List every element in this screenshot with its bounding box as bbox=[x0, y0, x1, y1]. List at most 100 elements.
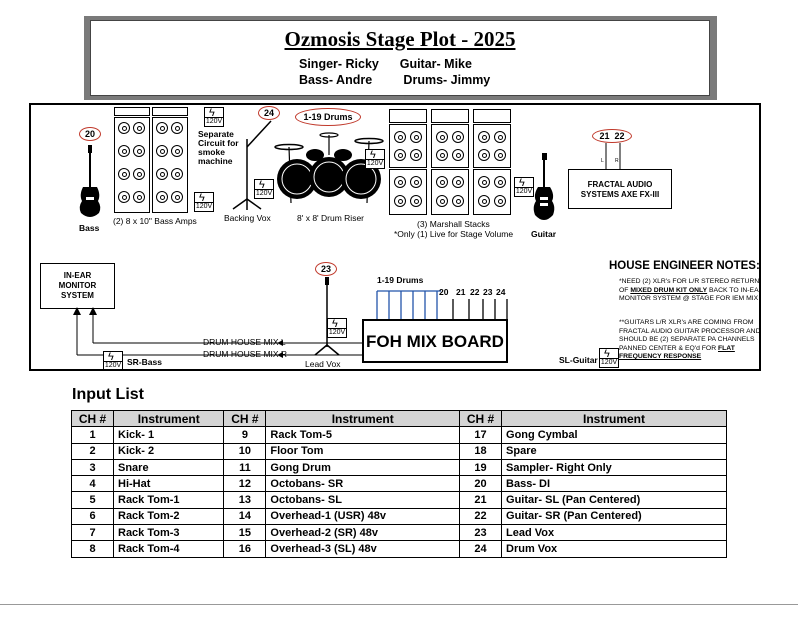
input-list-table: CH # Instrument CH # Instrument CH # Ins… bbox=[71, 409, 727, 558]
fractal-audio-box: FRACTAL AUDIO SYSTEMS AXE FX-III bbox=[568, 169, 672, 209]
fractal-label-line2: SYSTEMS AXE FX-III bbox=[580, 190, 660, 199]
foh-channel-21: 21 bbox=[456, 287, 466, 297]
channel-number-cell: 8 bbox=[71, 540, 114, 558]
channel-number-cell: 5 bbox=[71, 491, 114, 509]
bass-amp-head-2 bbox=[152, 107, 188, 116]
band-members-line1: Singer- Ricky Guitar- Mike bbox=[299, 57, 472, 71]
channel-number-cell: 3 bbox=[71, 458, 114, 477]
channel-number-cell: 12 bbox=[223, 475, 267, 493]
instrument-cell: Rack Tom-3 bbox=[112, 524, 225, 542]
instrument-cell: Kick- 2 bbox=[112, 442, 225, 460]
marshall-stacks-note: *Only (1) Live for Stage Volume bbox=[394, 229, 514, 239]
channel-number-cell: 2 bbox=[71, 442, 114, 460]
marshall-cab-1-bottom bbox=[389, 169, 427, 215]
instrument-cell: Octobans- SL bbox=[265, 491, 461, 509]
channel-number-cell: 17 bbox=[459, 426, 503, 444]
channel-number-cell: 20 bbox=[459, 475, 503, 493]
foh-channel-23: 23 bbox=[483, 287, 493, 297]
bass-amp-head-1 bbox=[114, 107, 150, 116]
smoke-note-line2: Circuit for bbox=[198, 138, 239, 148]
foh-input-lines bbox=[376, 290, 508, 319]
bass-label: Bass bbox=[79, 223, 100, 233]
drum-riser-label: 8' x 8' Drum Riser bbox=[297, 213, 365, 223]
channel-number-cell: 9 bbox=[223, 426, 267, 444]
instrument-cell: Bass- DI bbox=[501, 475, 727, 493]
bass-cab-1 bbox=[114, 117, 150, 213]
bass-cab-2 bbox=[152, 117, 188, 213]
instrument-cell: Overhead-3 (SL) 48v bbox=[265, 540, 461, 558]
instrument-cell: Gong Drum bbox=[265, 458, 461, 477]
smoke-note-line4: machine bbox=[198, 156, 233, 166]
lead-vox-channel-oval: 23 bbox=[315, 262, 337, 276]
channel-number-cell: 7 bbox=[71, 524, 114, 542]
marshall-cab-2-bottom bbox=[431, 169, 469, 215]
lead-vox-label: Lead Vox bbox=[305, 359, 341, 369]
foh-mix-board: FOH MIX BOARD bbox=[362, 319, 508, 363]
backing-vox-channel-oval: 24 bbox=[258, 106, 280, 120]
electric-guitar-icon bbox=[533, 153, 555, 220]
bass-amps-label: (2) 8 x 10" Bass Amps bbox=[113, 216, 197, 226]
bottom-divider bbox=[0, 604, 798, 605]
channel-number-cell: 14 bbox=[223, 507, 267, 526]
instrument-cell: Guitar- SL (Pan Centered) bbox=[501, 491, 727, 509]
marshall-head-3 bbox=[473, 109, 511, 123]
instrument-cell: Drum Vox bbox=[501, 540, 727, 558]
marshall-cab-2-top bbox=[431, 124, 469, 168]
drum-house-mix-lines bbox=[73, 307, 362, 358]
instrument-cell: Guitar- SR (Pan Centered) bbox=[501, 507, 727, 526]
foh-channel-20: 20 bbox=[439, 287, 449, 297]
channel-number-cell: 6 bbox=[71, 507, 114, 526]
engineer-note-1: *NEED (2) XLR's FOR L/R STEREO RETURN OF… bbox=[619, 278, 761, 303]
channel-number-cell: 15 bbox=[223, 524, 267, 542]
fractal-r-label: R bbox=[615, 158, 619, 164]
instrument-cell: Rack Tom-1 bbox=[112, 491, 225, 509]
fractal-channel-l: 21 bbox=[599, 131, 610, 141]
fractal-channel-oval: 21 22 bbox=[592, 129, 632, 143]
marshall-cab-1-top bbox=[389, 124, 427, 168]
channel-number-cell: 22 bbox=[459, 507, 503, 526]
marshall-head-1 bbox=[389, 109, 427, 123]
header-box: Ozmosis Stage Plot - 2025 Singer- Ricky … bbox=[90, 20, 710, 96]
fractal-channel-r: 22 bbox=[614, 131, 625, 141]
instrument-cell: Rack Tom-4 bbox=[112, 540, 225, 558]
mic-stand-icon bbox=[232, 120, 272, 210]
column-header: Instrument bbox=[112, 409, 225, 428]
instrument-cell: Overhead-2 (SR) 48v bbox=[265, 524, 461, 542]
instrument-cell: Overhead-1 (USR) 48v bbox=[265, 507, 461, 526]
fractal-output-lines bbox=[605, 143, 621, 171]
channel-number-cell: 10 bbox=[223, 442, 267, 460]
foh-channel-24: 24 bbox=[496, 287, 506, 297]
marshall-head-2 bbox=[431, 109, 469, 123]
channel-number-cell: 24 bbox=[459, 540, 503, 558]
channel-number-cell: 19 bbox=[459, 458, 503, 477]
instrument-cell: Rack Tom-5 bbox=[265, 426, 461, 444]
sl-guitar-label: SL-Guitar bbox=[559, 355, 598, 365]
iem-label-line3: SYSTEM bbox=[61, 291, 94, 300]
smoke-note-line3: smoke bbox=[198, 147, 225, 157]
instrument-cell: Sampler- Right Only bbox=[501, 458, 727, 477]
channel-number-cell: 21 bbox=[459, 491, 503, 509]
marshall-cab-3-bottom bbox=[473, 169, 511, 215]
channel-number-cell: 16 bbox=[223, 540, 267, 558]
drum-kit-icon bbox=[274, 132, 384, 204]
channel-number-cell: 4 bbox=[71, 475, 114, 493]
drum-house-mix-r-label: DRUM HOUSE MIX R bbox=[203, 349, 288, 359]
foh-drums-label: 1-19 Drums bbox=[377, 275, 424, 285]
marshall-stacks-label: (3) Marshall Stacks bbox=[417, 219, 490, 229]
foh-channel-22: 22 bbox=[470, 287, 480, 297]
fractal-l-label: L bbox=[601, 158, 604, 164]
bass-channel-oval: 20 bbox=[79, 127, 101, 141]
column-header: Instrument bbox=[501, 409, 727, 428]
channel-number-cell: 13 bbox=[223, 491, 267, 509]
